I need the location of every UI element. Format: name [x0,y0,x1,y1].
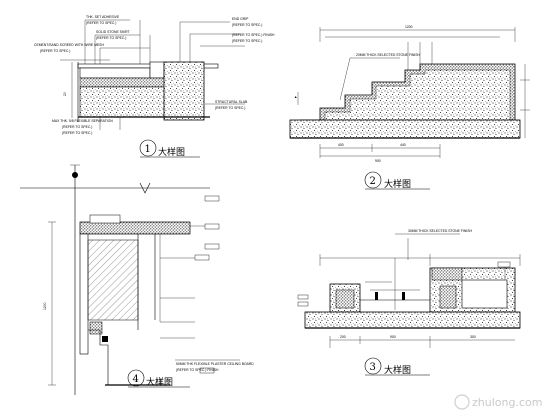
detail-2: 1200 20MM THICK SELECTED STONE FINISH ▲ … [289,25,530,190]
note-right-5: STRUCTURAL SLAB [215,100,248,104]
caption-number: 4 [133,374,139,385]
note-ceiling-finish: (REFER TO SPEC.) FINISH [176,368,219,372]
note-bottom-3: (REFER TO SPEC.) [62,131,92,135]
note-right-1: END GRIP [232,17,249,21]
note-ceiling-board: 50MM THK FLEXIBLE PLASTER CEILING BOARD [176,362,254,366]
note-right-2: (REFER TO SPEC.) [232,23,262,27]
detail-4: 1200 50MM THK FLEXIBLE PLASTER CEILING B… [20,164,254,395]
caption-detail-4: 4 大样图 [127,369,190,388]
caption-title: 大样图 [384,178,411,190]
note-right-3: (REFER TO SPEC.) FINISH [232,33,275,37]
note-left-6: (REFER TO SPEC.) [40,49,70,53]
caption-detail-1: 1 大样图 [139,139,200,158]
note-stone: 30MM THICK SELECTED STONE FINISH [408,229,472,233]
note-bottom-2: (REFER TO SPEC.) [62,125,92,129]
caption-number: 1 [145,144,151,155]
svg-text:20: 20 [63,92,67,96]
dim-top: 1200 [405,25,413,29]
dim-bottom-2: 440 [400,143,406,147]
detail-3: 30MM THICK SELECTED STONE FINISH 200 900… [297,229,521,376]
note-left-3: SOLID STONE SKIRT [96,30,130,34]
note-left-1: THK. SET ADHESIVE [86,15,120,19]
note-stone: 20MM THICK SELECTED STONE FINISH [356,53,420,57]
dim-side: 1200 [43,302,47,310]
caption-detail-2: 2 大样图 [364,171,430,190]
caption-title: 大样图 [146,376,173,388]
caption-title: 大样图 [158,146,185,158]
watermark-text: zhulong.com [472,396,542,409]
dim-bottom-2: 900 [390,335,396,339]
caption-number: 3 [370,362,376,373]
dim-bottom-total: 900 [375,159,381,163]
dim-bottom-3: 300 [470,335,476,339]
dim-bottom-1: 400 [338,143,344,147]
note-right-4: (REFER TO SPEC.) [232,39,262,43]
caption-title: 大样图 [384,364,411,376]
dim-bottom-1: 200 [340,335,346,339]
note-left-5: CEMENT/SAND SCREED WITH WIRE MESH [34,43,104,47]
caption-detail-3: 3 大样图 [364,357,430,376]
caption-number: 2 [370,176,376,187]
note-bottom-1: MAX THK. 5/8 FLEXIBLE SEPARATION [52,119,113,123]
note-right-6: (REFER TO SPEC.) [215,106,245,110]
watermark: zhulong.com [454,394,542,410]
note-left-2: (REFER TO SPEC.) [86,21,116,25]
note-left-4: (REFER TO SPEC.) [96,36,126,40]
detail-1: THK. SET ADHESIVE (REFER TO SPEC.) SOLID… [34,15,275,158]
svg-text:▲: ▲ [294,95,297,99]
